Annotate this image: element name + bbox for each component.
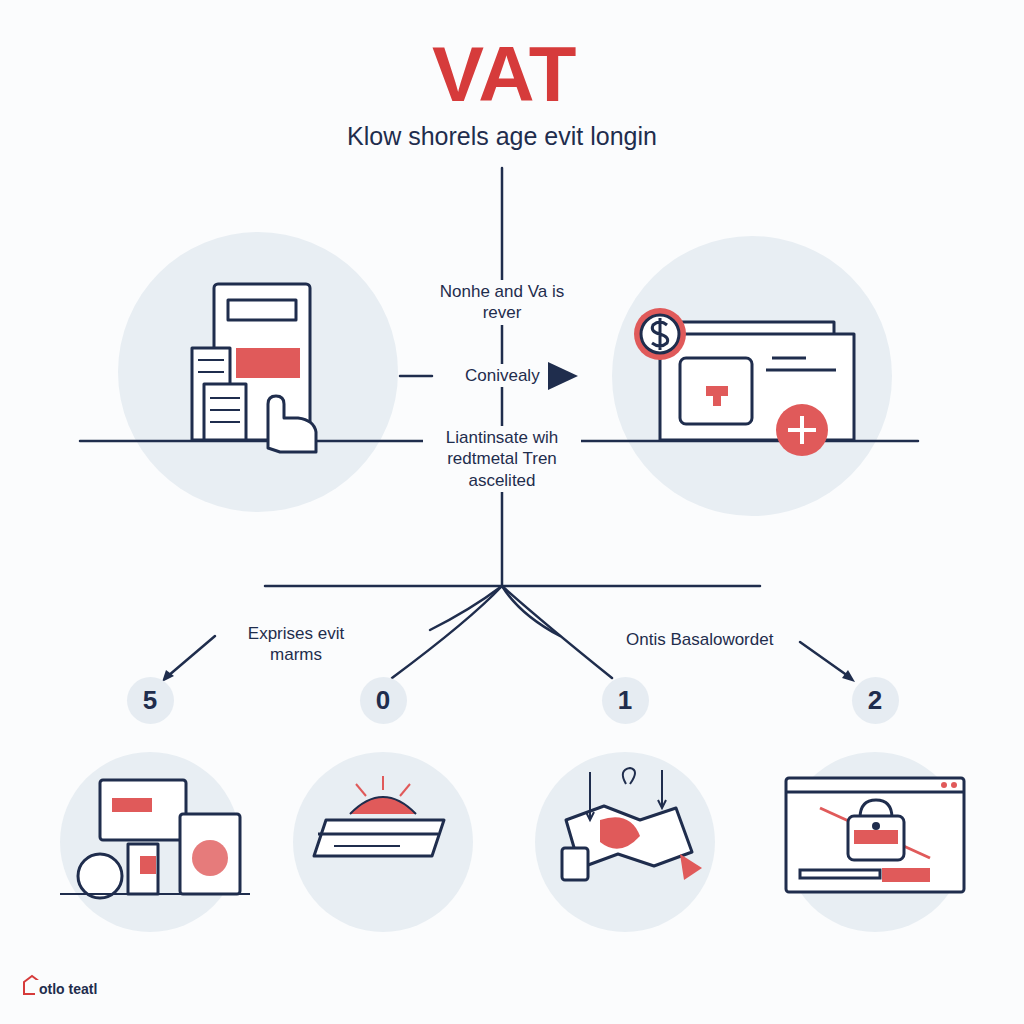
callout-number: 0 — [376, 685, 390, 716]
note-text: Conivealy — [461, 364, 544, 387]
branch-label: Ontis Basalowordet — [622, 628, 777, 651]
callout-badge: 0 — [360, 677, 407, 724]
note-text: Liantinsate wih redtmetal Tren ascelited — [423, 426, 581, 492]
callout-badge: 1 — [602, 677, 649, 724]
callout-number: 1 — [618, 685, 632, 716]
branch-label: Exprises evit marms — [227, 622, 365, 667]
callout-number: 5 — [143, 685, 157, 716]
callout-badge: 2 — [852, 677, 899, 724]
logo-text: otlo teatl — [35, 980, 101, 1000]
subtitle: Klow shorels age evit longin — [343, 120, 661, 153]
callout-badge: 5 — [127, 677, 174, 724]
title: VAT — [428, 34, 580, 114]
note-text: Nonhe and Va is rever — [433, 280, 571, 325]
callout-number: 2 — [868, 685, 882, 716]
